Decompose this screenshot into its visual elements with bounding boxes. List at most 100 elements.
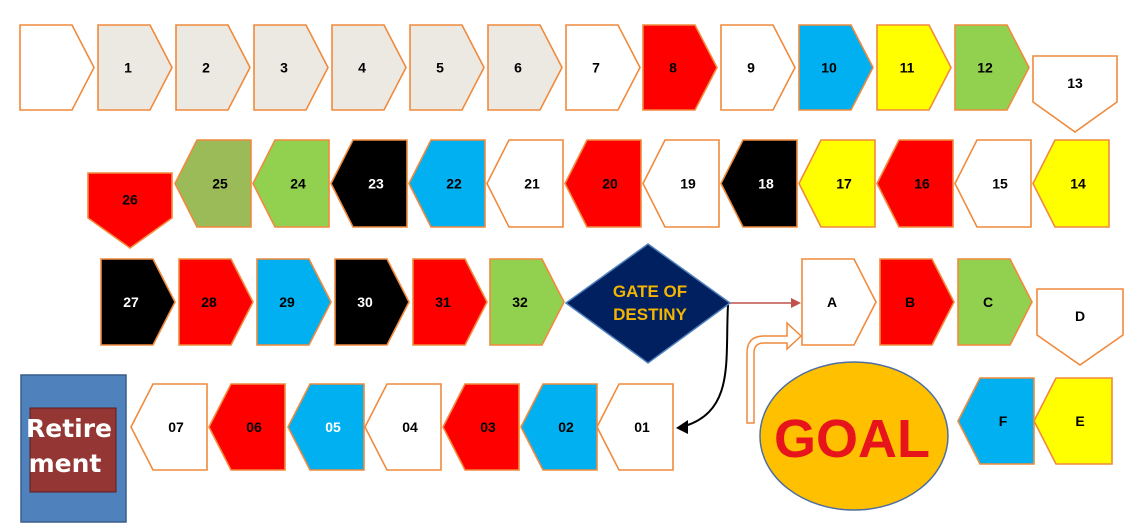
board-tile-02: 02 (520, 383, 598, 471)
tile-shape (487, 24, 563, 111)
gate-label-line2: DESTINY (613, 305, 687, 324)
tile-label: 14 (1070, 176, 1086, 192)
tile-label: 30 (357, 294, 373, 310)
tile-label: 27 (123, 294, 139, 310)
tile-shape (957, 258, 1033, 346)
tile-shape (1032, 55, 1118, 133)
board-tile-7: 7 (565, 24, 641, 111)
tile-shape (596, 383, 674, 471)
board-tile-6: 6 (487, 24, 563, 111)
tile-label: 12 (977, 60, 993, 76)
board-tile-B: B (879, 258, 955, 346)
tile-label: C (983, 294, 993, 310)
board-tile-30: 30 (334, 258, 410, 346)
tile-label: 20 (602, 176, 618, 192)
tile-shape (87, 172, 173, 249)
tile-shape (330, 139, 408, 228)
tile-label: 9 (747, 60, 755, 76)
tile-shape (256, 258, 332, 346)
tile-label: 23 (368, 176, 384, 192)
board-tile-28: 28 (178, 258, 254, 346)
gate-label-line1: GATE OF (613, 282, 687, 301)
board-tile-5: 5 (409, 24, 485, 111)
board-tile-18: 18 (720, 139, 798, 228)
tile-shape (1032, 139, 1110, 228)
tile-label: 18 (758, 176, 774, 192)
board-tile-06: 06 (208, 383, 286, 471)
tile-shape (97, 24, 173, 111)
board-tile-32: 32 (489, 258, 565, 346)
goal-to-a-bent-arrow (746, 321, 803, 424)
board-tile-23: 23 (330, 139, 408, 228)
tile-label: 05 (325, 419, 341, 435)
board-tile-16: 16 (876, 139, 954, 228)
tile-label: 6 (514, 60, 522, 76)
tile-label: 26 (122, 192, 138, 208)
tile-shape (798, 139, 876, 228)
board-tile-D: D (1036, 288, 1124, 366)
tile-shape (954, 139, 1032, 228)
tile-label: 22 (446, 176, 462, 192)
tile-label: 03 (480, 419, 496, 435)
tile-shape (409, 24, 485, 111)
tile-shape (954, 24, 1030, 111)
tile-label: D (1075, 308, 1085, 324)
tile-label: 02 (558, 419, 574, 435)
retirement-label-line1: Retire (26, 414, 112, 443)
board-tile-24: 24 (252, 139, 330, 228)
tile-label: 5 (436, 60, 444, 76)
tile-label: 04 (402, 419, 418, 435)
tile-shape (879, 258, 955, 346)
tile-label: 8 (669, 60, 677, 76)
tile-shape (412, 258, 488, 346)
board-tile-31: 31 (412, 258, 488, 346)
tile-label: 13 (1067, 75, 1083, 91)
tile-shape (720, 139, 798, 228)
board-tile-A: A (801, 258, 877, 346)
board-tile-13: 13 (1032, 55, 1118, 133)
tile-shape (19, 24, 95, 111)
tile-label: 7 (592, 60, 600, 76)
tile-shape (642, 24, 718, 111)
board-tile-10: 10 (798, 24, 874, 111)
board-tile-1: 1 (97, 24, 173, 111)
board-tile-29: 29 (256, 258, 332, 346)
goal: GOAL (759, 361, 949, 511)
board-tile-15: 15 (954, 139, 1032, 228)
tile-shape (253, 24, 329, 111)
retirement-label-line2: ment (29, 449, 102, 478)
tile-label: E (1075, 413, 1084, 429)
board-tile-19: 19 (642, 139, 720, 228)
board-tile-17: 17 (798, 139, 876, 228)
tile-label: 32 (512, 294, 528, 310)
tile-shape (798, 24, 874, 111)
retirement: Retire ment (20, 374, 127, 523)
tile-shape (175, 24, 251, 111)
board-tile-F: F (957, 377, 1035, 465)
tile-label: 3 (280, 60, 288, 76)
tile-shape (486, 139, 564, 228)
board-tile-27: 27 (100, 258, 176, 346)
tile-label: 16 (914, 176, 930, 192)
board-tile-03: 03 (442, 383, 520, 471)
board-tile-07: 07 (130, 383, 208, 471)
tile-label: 28 (201, 294, 217, 310)
board-tile-2: 2 (175, 24, 251, 111)
tile-label: 21 (524, 176, 540, 192)
tile-shape (720, 24, 796, 111)
tile-shape (252, 139, 330, 228)
tile-shape (1036, 288, 1124, 366)
tile-label: 24 (290, 176, 306, 192)
tile-shape (130, 383, 208, 471)
board-tile-C: C (957, 258, 1033, 346)
tile-shape (642, 139, 720, 228)
tile-shape (442, 383, 520, 471)
board-tile-05: 05 (287, 383, 365, 471)
tile-shape (520, 383, 598, 471)
tile-label: 4 (358, 60, 366, 76)
tile-shape (876, 139, 954, 228)
tile-shape (489, 258, 565, 346)
